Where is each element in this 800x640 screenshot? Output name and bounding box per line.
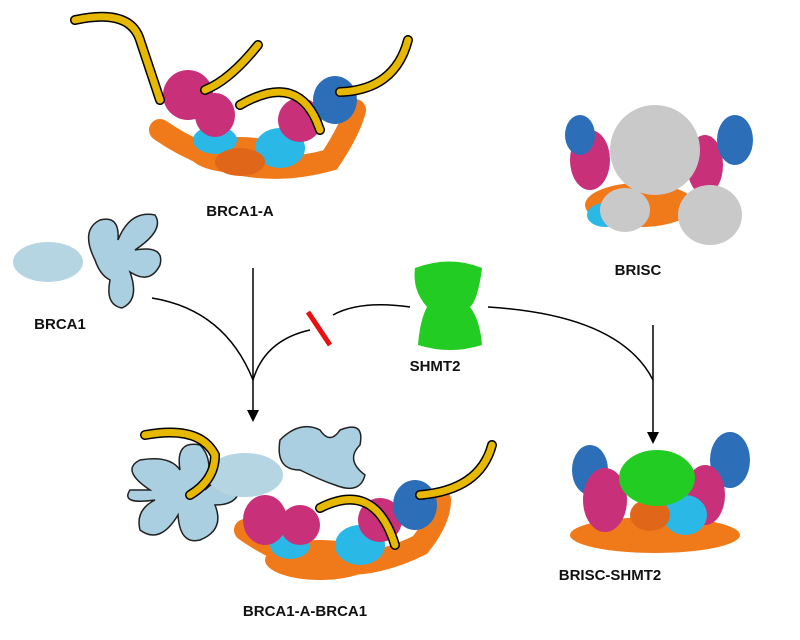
label-brisc-shmt2: BRISC-SHMT2 [558, 567, 662, 584]
label-brca1-a: BRCA1-A [206, 203, 274, 220]
brisc-complex [565, 105, 753, 245]
brca1-a-complex [70, 11, 413, 179]
shmt2-protein [414, 261, 482, 350]
shmt2-binding-line [487, 306, 654, 381]
brca1-protein [13, 213, 162, 309]
label-shmt2: SHMT2 [409, 358, 461, 375]
brca1-binding-line [151, 297, 254, 381]
brisc-shmt2-complex [570, 432, 750, 553]
shmt2-inhibition-line-upper [332, 304, 411, 316]
label-brca1-a-brca1: BRCA1-A-BRCA1 [242, 603, 368, 620]
label-brca1: BRCA1 [34, 316, 86, 333]
shmt2-inhibition-line-lower [252, 329, 311, 381]
inhibition-bar-icon [305, 310, 333, 347]
label-brisc: BRISC [614, 262, 662, 279]
pathway-lines [151, 268, 659, 444]
brca1-a-brca1-complex [127, 425, 497, 580]
